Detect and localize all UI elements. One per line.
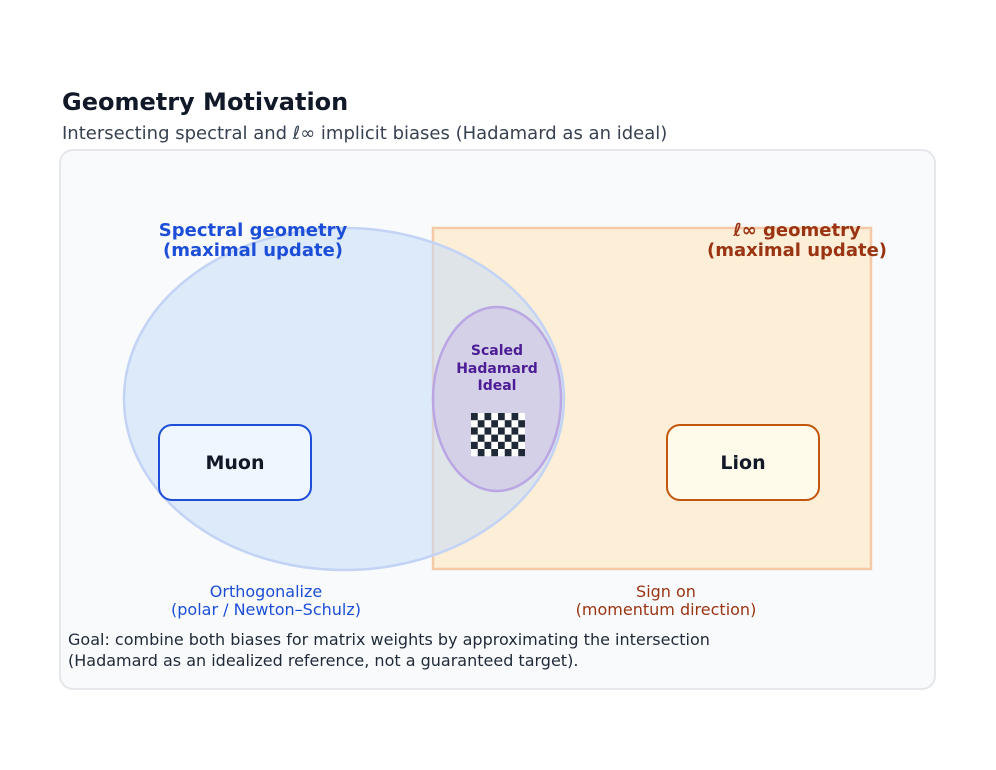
hadamard-grid-cell: [498, 441, 505, 449]
hadamard-grid-cell: [518, 434, 525, 442]
muon-label: Muon: [205, 451, 265, 474]
hadamard-label-line1: Scaled: [470, 343, 524, 359]
goal-note: Goal: combine both biases for matrix wei…: [68, 629, 928, 671]
hadamard-grid-cell: [511, 413, 519, 421]
hadamard-grid-cell: [511, 441, 519, 449]
hadamard-grid-cell: [484, 441, 492, 449]
hadamard-grid-cell: [504, 420, 512, 428]
hadamard-grid-cell: [518, 420, 525, 428]
linf-title-line2: (maximal update): [706, 240, 888, 261]
hadamard-grid-cell: [477, 434, 485, 442]
muon-caption-line2: (polar / Newton–Schulz): [171, 600, 361, 619]
hadamard-intersection-region: [431, 305, 563, 493]
spectral-geometry-title: Spectral geometry (maximal update): [128, 221, 378, 261]
hadamard-grid-cell: [498, 427, 505, 435]
hadamard-grid-cell: [484, 427, 492, 435]
goal-line1: Goal: combine both biases for matrix wei…: [68, 630, 710, 649]
hadamard-label-line2: Hadamard: [456, 360, 538, 377]
muon-caption-line1: Orthogonalize: [209, 582, 323, 601]
hadamard-grid-cell: [477, 449, 485, 457]
hadamard-grid-cell: [484, 413, 492, 421]
hadamard-grid-cell: [491, 449, 498, 457]
hadamard-grid-cell: [504, 434, 512, 442]
goal-line2: (Hadamard as an idealized reference, not…: [68, 651, 579, 670]
hadamard-grid-cell: [504, 449, 512, 457]
hadamard-grid-cell: [491, 434, 498, 442]
hadamard-grid-cell: [471, 427, 478, 435]
lion-label: Lion: [720, 451, 766, 474]
linf-geometry-title: ℓ∞ geometry (maximal update): [672, 221, 922, 261]
hadamard-label-line3: Ideal: [477, 378, 517, 394]
hadamard-grid-cell: [491, 420, 498, 428]
hadamard-label: Scaled Hadamard Ideal: [433, 343, 561, 396]
hadamard-grid-cell: [471, 413, 478, 421]
page-title: Geometry Motivation: [62, 88, 349, 116]
lion-caption: Sign on (momentum direction): [546, 583, 786, 619]
hadamard-grid-cell: [498, 413, 505, 421]
spectral-title-line2: (maximal update): [162, 240, 344, 261]
muon-caption: Orthogonalize (polar / Newton–Schulz): [146, 583, 386, 619]
muon-node: Muon: [158, 424, 312, 501]
lion-node: Lion: [666, 424, 820, 501]
linf-title-line1: ℓ∞ geometry: [733, 220, 861, 241]
hadamard-matrix-icon: [471, 413, 525, 457]
spectral-title-line1: Spectral geometry: [158, 220, 348, 241]
page-subtitle: Intersecting spectral and ℓ∞ implicit bi…: [62, 123, 668, 144]
hadamard-grid-cell: [471, 441, 478, 449]
lion-caption-line2: (momentum direction): [575, 600, 757, 619]
hadamard-grid-cell: [518, 449, 525, 457]
hadamard-grid-cell: [477, 420, 485, 428]
hadamard-grid-cell: [511, 427, 519, 435]
lion-caption-line1: Sign on: [636, 582, 696, 601]
